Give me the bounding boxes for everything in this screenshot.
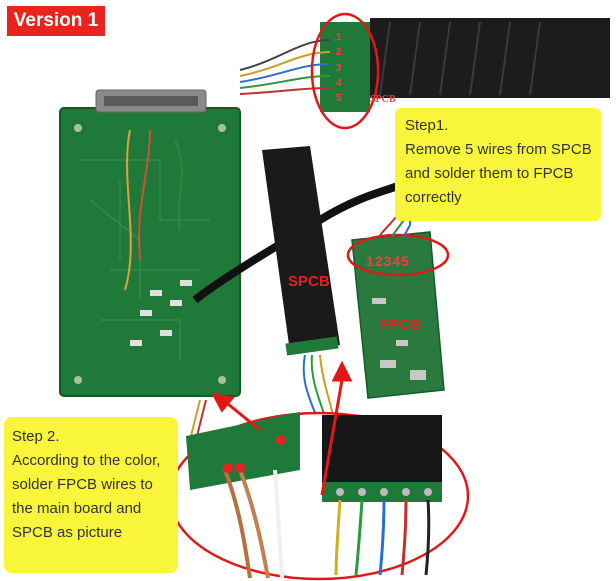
version-badge: Version 1 bbox=[7, 6, 105, 36]
spcb-module bbox=[262, 146, 340, 356]
step1-title: Step1. bbox=[405, 117, 449, 134]
step2-title: Step 2. bbox=[12, 428, 60, 445]
step1-line-1: Remove 5 wires from SPCB bbox=[405, 141, 592, 158]
spcb-mid-label: SPCB bbox=[288, 273, 330, 290]
step1-line-3: correctly bbox=[405, 189, 462, 206]
step2-line-1: According to the color, bbox=[12, 452, 161, 469]
fpcb-pin-highlight bbox=[346, 233, 450, 277]
step1-line-2: and solder them to FPCB bbox=[405, 165, 574, 182]
main-board bbox=[59, 89, 241, 397]
step2-line-3: the main board and bbox=[12, 500, 142, 517]
spcb-pin-5: 5 bbox=[336, 93, 342, 104]
step2-line-2: solder FPCB wires to bbox=[12, 476, 153, 493]
bottom-closeup bbox=[186, 412, 442, 579]
spcb-closeup bbox=[239, 18, 610, 112]
spcb-pin-1: 1 bbox=[336, 32, 342, 43]
fpcb-pin-numbers: 12345 bbox=[366, 253, 410, 269]
step2-callout: Step 2. According to the color, solder F… bbox=[4, 417, 178, 573]
spcb-top-label: SPCB bbox=[370, 94, 396, 105]
spcb-pin-3: 3 bbox=[336, 63, 342, 74]
fpcb-label: FPCB bbox=[380, 316, 421, 333]
spcb-pin-highlight bbox=[310, 12, 380, 130]
spcb-pin-2: 2 bbox=[336, 47, 342, 58]
step2-line-4: SPCB as picture bbox=[12, 524, 123, 541]
spcb-pin-4: 4 bbox=[336, 78, 342, 89]
step1-callout: Step1. Remove 5 wires from SPCB and sold… bbox=[395, 108, 601, 221]
